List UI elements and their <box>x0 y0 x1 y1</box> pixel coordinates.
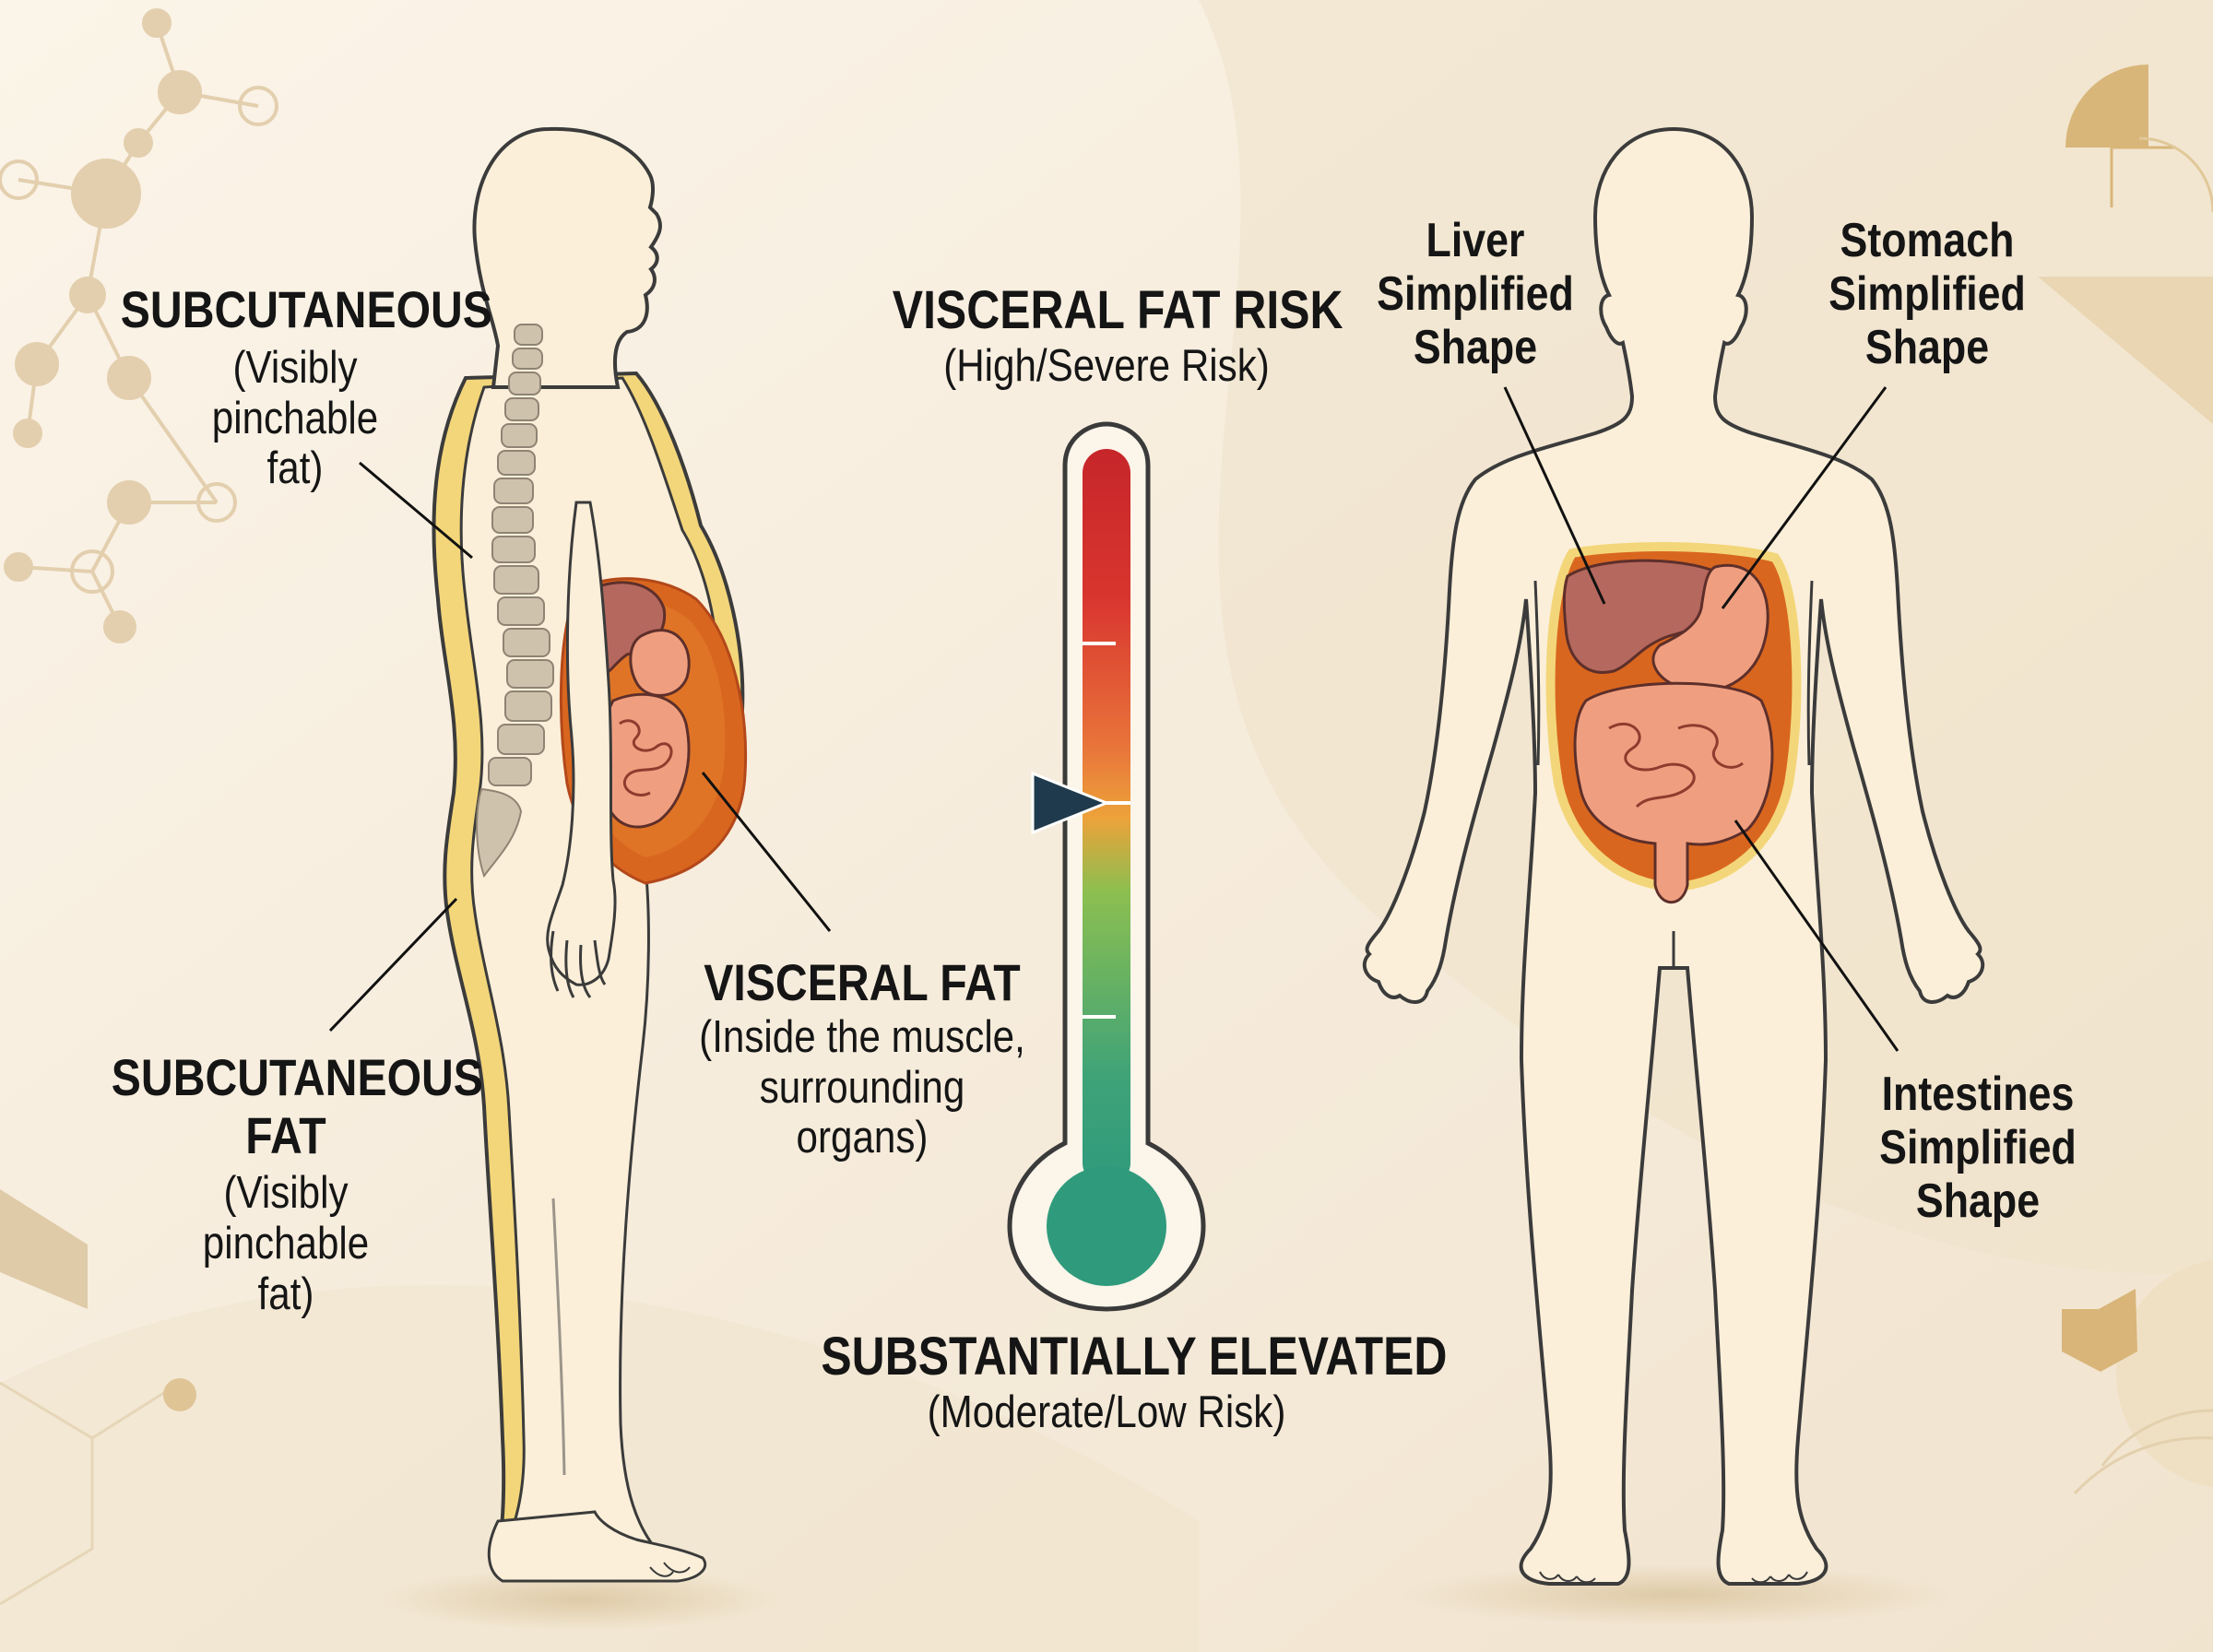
risk-bottom-title: SUBSTANTIALLY ELEVATED <box>821 1327 1448 1386</box>
intestines-label-line3: Shape <box>1915 1174 2041 1229</box>
visceral-fat-label: VISCERAL FAT (Inside the muscle, surroun… <box>645 953 1079 1163</box>
front-torso-line-left <box>1533 580 1541 766</box>
stomach-label: Stomach Simplified Shape <box>1798 214 2056 375</box>
thermometer-bulb <box>1047 1166 1166 1286</box>
subcutaneous-top-sub: (Visibly pinchable fat) <box>211 342 379 494</box>
side-arm <box>546 501 617 986</box>
floor-shadow-right <box>1397 1564 1950 1626</box>
stomach-label-line2: Simplified <box>1828 267 2026 322</box>
side-head <box>472 126 662 389</box>
risk-top-label: VISCERAL FAT RISK (High/Severe Risk) <box>858 280 1355 392</box>
corner-decoration-icon <box>2062 1259 2213 1495</box>
leader-subcutaneous-top <box>359 461 473 560</box>
subcutaneous-fat-title-line2: FAT <box>245 1105 326 1164</box>
intestines-label: Intestines Simplified Shape <box>1849 1068 2107 1229</box>
thermometer-fill <box>1083 449 1130 1186</box>
intestines-label-line1: Intestines <box>1881 1068 2075 1121</box>
subcutaneous-fat-label: SUBCUTANEOUS FAT (Visibly pinchable fat) <box>83 1048 489 1320</box>
risk-bottom-label: SUBSTANTIALLY ELEVATED (Moderate/Low Ris… <box>775 1327 1448 1438</box>
visceral-fat-title: VISCERAL FAT <box>704 953 1021 1011</box>
floor-shadow-left <box>383 1568 779 1631</box>
leader-intestines <box>1734 820 1899 1052</box>
risk-bottom-sub: (Moderate/Low Risk) <box>927 1386 1286 1437</box>
side-intestine-coils <box>619 719 673 796</box>
front-intestines-shape <box>1573 681 1774 904</box>
liver-label: Liver Simplified Shape <box>1346 214 1604 375</box>
front-toes-right <box>1751 1571 1808 1584</box>
leader-stomach <box>1721 386 1888 609</box>
front-toes-left <box>1539 1571 1596 1584</box>
liver-label-line2: Simplified <box>1377 267 1574 322</box>
hexagon-decoration-icon <box>0 1189 196 1606</box>
front-liver-shape <box>1562 559 1728 674</box>
front-intestine-coils <box>1608 722 1744 808</box>
intestines-label-line2: Simplified <box>1879 1121 2077 1175</box>
side-profile-figure <box>383 126 779 1631</box>
risk-top-title: VISCERAL FAT RISK <box>892 280 1343 340</box>
visceral-fat-sub-line1: (Inside the muscle, <box>699 1011 1025 1062</box>
side-fingers <box>550 930 607 998</box>
liver-label-line1: Liver <box>1426 214 1525 267</box>
leader-visceral-fat <box>701 772 832 932</box>
leader-liver <box>1503 386 1606 605</box>
side-foot <box>487 1510 707 1583</box>
visceral-fat-sub-line3: organs) <box>796 1113 929 1163</box>
front-torso-line-right <box>1806 580 1814 766</box>
subcutaneous-fat-title-line1: SUBCUTANEOUS <box>111 1048 483 1106</box>
risk-top-sub: (High/Severe Risk) <box>943 340 1270 391</box>
side-leg-line <box>551 1198 566 1476</box>
leader-subcutaneous-fat <box>328 897 458 1032</box>
geometric-decoration-icon <box>2038 65 2213 424</box>
front-figure <box>1362 126 1985 1626</box>
subcutaneous-top-label: SUBCUTANEOUS (Visibly pinchable fat) <box>92 280 498 494</box>
side-toes <box>649 1562 691 1577</box>
stomach-label-line1: Stomach <box>1840 214 2015 267</box>
subcutaneous-top-title: SUBCUTANEOUS <box>120 280 492 338</box>
visceral-fat-sub-line2: surrounding <box>759 1062 965 1113</box>
leader-lines <box>328 386 1899 1052</box>
stomach-label-line3: Shape <box>1864 321 1990 375</box>
side-stomach-shape <box>629 629 691 697</box>
thermometer-marker-icon <box>1031 771 1111 835</box>
subcutaneous-fat-sub: (Visibly pinchable fat) <box>202 1168 370 1320</box>
risk-thermometer <box>1007 421 1206 1312</box>
spine-icon <box>476 324 554 879</box>
liver-label-line3: Shape <box>1413 321 1538 375</box>
molecule-icon <box>0 8 278 643</box>
